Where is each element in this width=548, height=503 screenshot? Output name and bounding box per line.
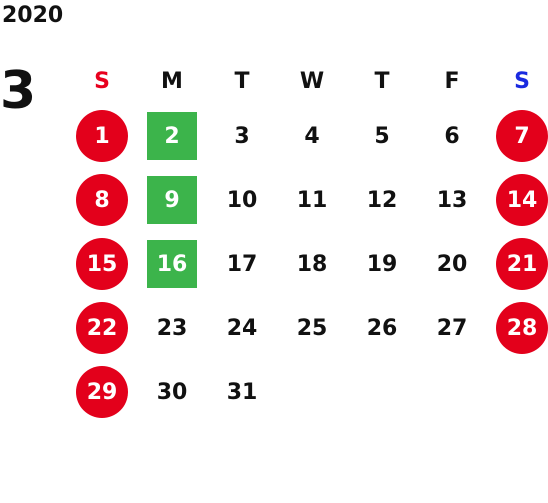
day-number: 3 (234, 123, 250, 149)
day-cell[interactable]: 23 (137, 296, 207, 360)
day-number: 30 (156, 379, 188, 405)
day-number: 19 (366, 251, 398, 277)
day-cell[interactable]: 26 (347, 296, 417, 360)
day-cell[interactable]: 22 (67, 296, 137, 360)
day-number: 12 (366, 187, 398, 213)
day-cell[interactable]: 3 (207, 104, 277, 168)
day-cell[interactable]: 11 (277, 168, 347, 232)
day-number: 22 (76, 302, 128, 354)
day-number: 23 (156, 315, 188, 341)
day-number: 18 (296, 251, 328, 277)
day-cell[interactable]: 7 (487, 104, 548, 168)
day-number: 29 (76, 366, 128, 418)
day-number: 16 (147, 240, 197, 288)
day-cell[interactable]: 6 (417, 104, 487, 168)
day-cell[interactable]: 20 (417, 232, 487, 296)
day-number: 1 (76, 110, 128, 162)
weekday-wednesday: W (299, 68, 325, 94)
day-number: 24 (226, 315, 258, 341)
day-number: 5 (374, 123, 390, 149)
day-number: 25 (296, 315, 328, 341)
day-number: 17 (226, 251, 258, 277)
day-cell[interactable]: 31 (207, 360, 277, 424)
day-number: 21 (496, 238, 548, 290)
day-cell[interactable]: 2 (137, 104, 207, 168)
day-cell[interactable]: 1 (67, 104, 137, 168)
month-label: 3 (0, 61, 37, 121)
day-cell (487, 360, 548, 424)
weekday-saturday: S (514, 68, 530, 94)
day-cell[interactable]: 13 (417, 168, 487, 232)
day-number (426, 366, 478, 418)
day-number: 14 (496, 174, 548, 226)
day-number (356, 366, 408, 418)
day-cell[interactable]: 15 (67, 232, 137, 296)
day-number: 6 (444, 123, 460, 149)
day-cell[interactable]: 27 (417, 296, 487, 360)
day-cell[interactable]: 21 (487, 232, 548, 296)
day-cell[interactable]: 8 (67, 168, 137, 232)
day-cell[interactable]: 30 (137, 360, 207, 424)
day-number: 13 (436, 187, 468, 213)
year-label: 2020 (2, 3, 64, 28)
day-cell[interactable]: 12 (347, 168, 417, 232)
day-number (496, 366, 548, 418)
day-number: 10 (226, 187, 258, 213)
day-number: 2 (147, 112, 197, 160)
day-cell[interactable]: 4 (277, 104, 347, 168)
weekday-tuesday: T (234, 68, 250, 94)
day-cell[interactable]: 16 (137, 232, 207, 296)
day-cell (417, 360, 487, 424)
day-cell[interactable]: 10 (207, 168, 277, 232)
day-number: 7 (496, 110, 548, 162)
day-number: 27 (436, 315, 468, 341)
day-number: 15 (76, 238, 128, 290)
day-number (286, 366, 338, 418)
calendar-grid: S M T W T F S 1 2 3 4 5 6 7 8 9 10 11 12… (67, 58, 548, 424)
weekday-friday: F (444, 68, 460, 94)
day-cell[interactable]: 9 (137, 168, 207, 232)
day-cell[interactable]: 19 (347, 232, 417, 296)
day-number: 28 (496, 302, 548, 354)
day-cell[interactable]: 17 (207, 232, 277, 296)
day-number: 9 (147, 176, 197, 224)
day-number: 8 (76, 174, 128, 226)
day-number: 26 (366, 315, 398, 341)
day-cell[interactable]: 25 (277, 296, 347, 360)
weekday-thursday: T (374, 68, 390, 94)
day-cell (347, 360, 417, 424)
weekday-monday: M (161, 68, 183, 94)
day-number: 4 (304, 123, 320, 149)
day-cell[interactable]: 14 (487, 168, 548, 232)
day-number: 20 (436, 251, 468, 277)
day-cell[interactable]: 24 (207, 296, 277, 360)
day-number: 11 (296, 187, 328, 213)
day-cell (277, 360, 347, 424)
day-number: 31 (226, 379, 258, 405)
day-cell[interactable]: 18 (277, 232, 347, 296)
weekday-sunday: S (94, 68, 110, 94)
day-cell[interactable]: 29 (67, 360, 137, 424)
day-cell[interactable]: 5 (347, 104, 417, 168)
day-cell[interactable]: 28 (487, 296, 548, 360)
